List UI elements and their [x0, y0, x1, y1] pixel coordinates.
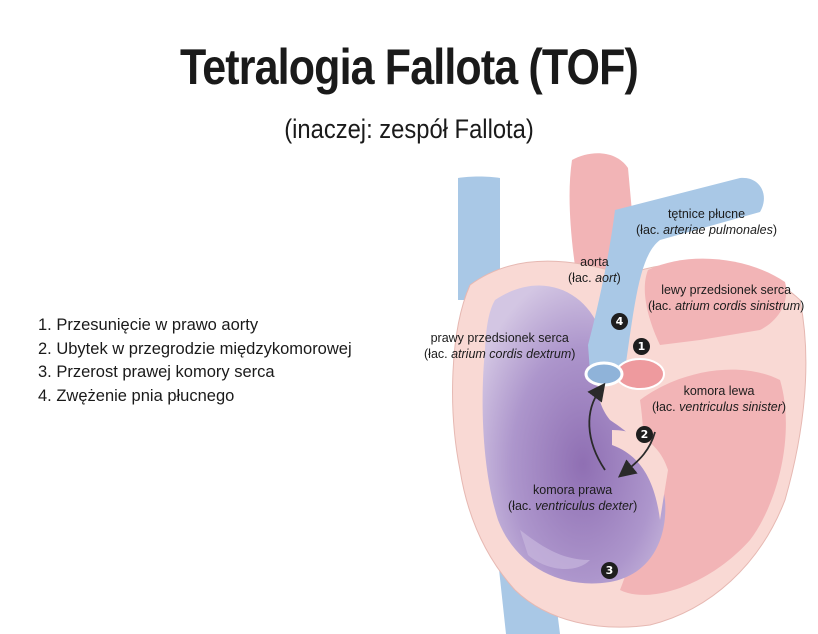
label-pulmonary-arteries: tętnice płucne (łac. arteriae pulmonales… [636, 207, 778, 237]
defect-item-4: 4. Zwężenie pnia płucnego [38, 386, 235, 405]
left-ventricle [620, 369, 786, 595]
flow-arrow-up [587, 382, 606, 471]
superior-vena-cava [458, 176, 500, 300]
pulmonary-opening [584, 361, 624, 387]
label-left-atrium: lewy przedsionek serca (łac. atrium cord… [648, 283, 805, 313]
left-atrium [644, 258, 787, 345]
label-right-atrium: prawy przedsionek serca (łac. atrium cor… [424, 331, 576, 361]
rv-trabeculae [520, 530, 590, 570]
page-subtitle: (inaczej: zespół Fallota) [284, 114, 534, 144]
interventricular-septum [612, 430, 668, 520]
label-right-ventricle: komora prawa (łac. ventriculus dexter) [508, 483, 638, 513]
marker-4: 4 [611, 313, 628, 330]
marker-2: 2 [636, 426, 653, 443]
marker-3: 3 [601, 562, 618, 579]
flow-arrow-down [617, 431, 656, 478]
label-aorta: aorta (łac. aort) [568, 255, 621, 285]
defect-item-1: 1. Przesunięcie w prawo aorty [38, 316, 259, 334]
pulmonary-trunk [588, 177, 764, 372]
defect-item-3: 3. Przerost prawej komory serca [38, 363, 275, 381]
defect-item-2: 2. Ubytek w przegrodzie międzykomorowej [38, 339, 352, 358]
right-chambers [482, 285, 666, 584]
defect-list: 1. Przesunięcie w prawo aorty 2. Ubytek … [38, 314, 352, 408]
label-left-ventricle: komora lewa (łac. ventriculus sinister) [652, 384, 787, 414]
page-title: Tetralogia Fallota (TOF) [180, 39, 639, 95]
marker-1: 1 [633, 338, 650, 355]
